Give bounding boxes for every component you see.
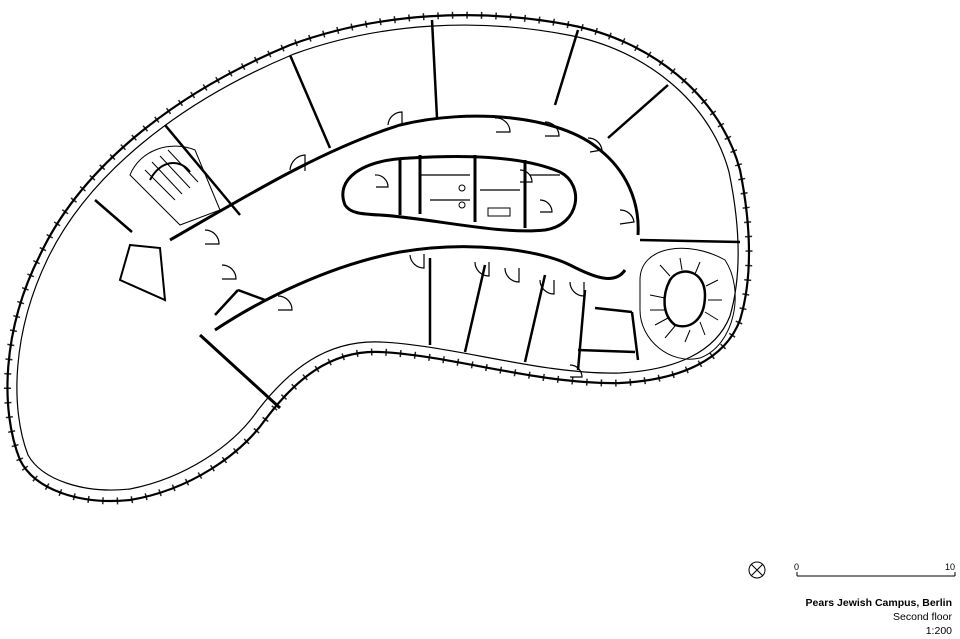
drawing-title: Pears Jewish Campus, Berlin — [805, 597, 952, 609]
service-core — [341, 154, 577, 233]
scale-bar-start-label: 0 — [794, 562, 800, 572]
stair-core-west — [129, 145, 221, 226]
scale-bar — [796, 572, 956, 577]
stair-core-east — [639, 247, 736, 360]
drawing-scale: 1:200 — [925, 625, 952, 637]
drawing-subtitle: Second floor — [893, 611, 952, 623]
scale-bar-end-label: 10 — [945, 562, 956, 572]
outer-facade — [3, 11, 753, 505]
north-arrow-icon — [748, 561, 766, 579]
corridor-walls — [169, 114, 640, 332]
door-swings — [204, 111, 635, 378]
room-partitions — [94, 19, 741, 410]
